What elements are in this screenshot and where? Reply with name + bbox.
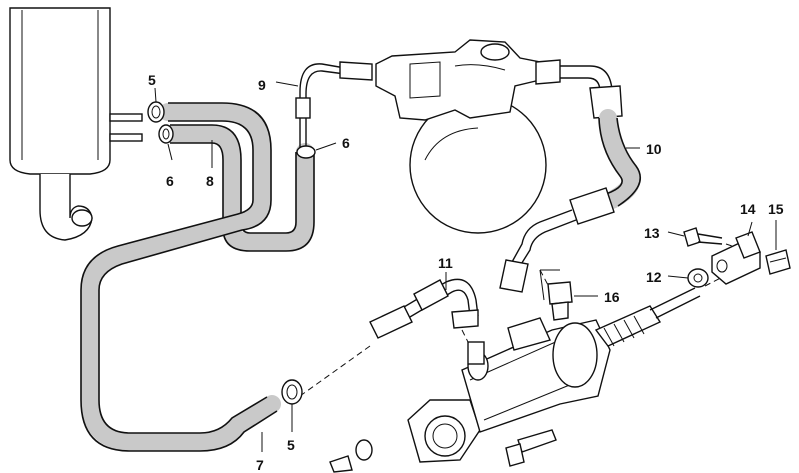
- part-label-11: 11: [438, 255, 453, 271]
- master-cylinder: [329, 287, 701, 473]
- part-label-10: 10: [646, 141, 662, 157]
- part-label-14: 14: [740, 201, 756, 217]
- part-label-6-left: 6: [166, 173, 174, 189]
- alignment-line-3: [539, 269, 557, 301]
- part-label-15: 15: [768, 201, 784, 217]
- alignment-line-1: [299, 345, 371, 397]
- clevis-14: [711, 231, 761, 285]
- pipe-10: [499, 59, 641, 293]
- pressure-accumulator: [375, 39, 547, 234]
- fluid-reservoir: [9, 7, 143, 241]
- part-label-9: 9: [258, 77, 266, 93]
- part-label-5-top: 5: [148, 72, 156, 88]
- bolt-13: [683, 227, 723, 247]
- hose-clamp-5-bottom: [281, 379, 303, 405]
- pipe-11: [369, 278, 479, 339]
- part-label-12: 12: [646, 269, 662, 285]
- hose-clamp-6-left: [158, 124, 174, 144]
- pipe-9: [295, 61, 373, 159]
- nut-12: [687, 268, 709, 288]
- fitting-16: [539, 269, 573, 321]
- leader-lines: [154, 81, 777, 452]
- hose-clamp-5-top: [147, 101, 165, 123]
- clip-15: [765, 249, 791, 275]
- part-label-6-right: 6: [342, 135, 350, 151]
- part-label-7: 7: [256, 457, 264, 473]
- hose-7: [80, 102, 281, 452]
- part-label-8: 8: [206, 173, 214, 189]
- hose-clamp-6-right: [296, 145, 316, 159]
- part-label-5-bottom: 5: [287, 437, 295, 453]
- part-label-16: 16: [604, 289, 620, 305]
- part-label-13: 13: [644, 225, 660, 241]
